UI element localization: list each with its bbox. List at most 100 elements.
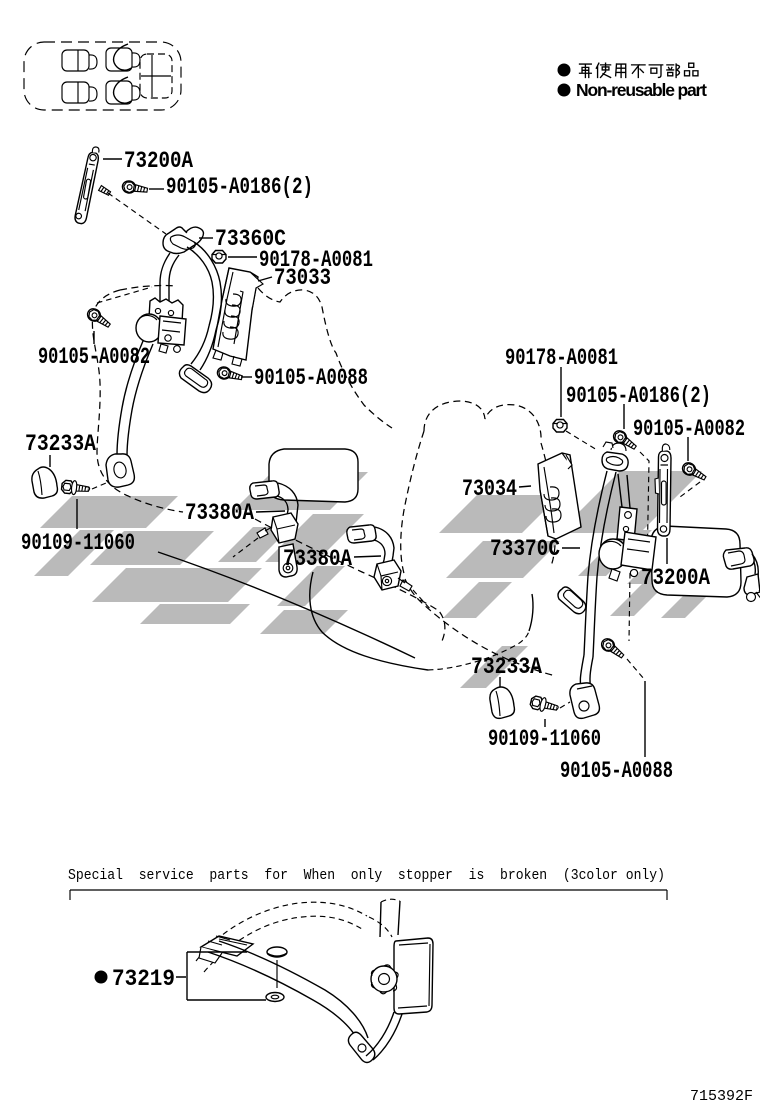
line-art-rect-3	[61, 81, 90, 104]
dashed-connector-9	[628, 572, 631, 642]
line-art-49	[186, 246, 215, 327]
callout-90105-A0082-right[interactable]: 90105-A0082	[633, 416, 745, 442]
screw-a0082-left-drawing	[84, 305, 114, 332]
line-art-117	[397, 942, 431, 1009]
line-art-rect-6	[139, 53, 173, 99]
callout-90178-A0081-left[interactable]: 90178-A0081	[259, 247, 373, 273]
line-art-36	[91, 146, 100, 153]
callout-73233A-left[interactable]: 73233A	[25, 431, 96, 457]
callout-90109-11060-left[interactable]: 90109-11060	[21, 530, 135, 556]
left-belt-assembly-drawing	[31, 146, 273, 529]
special-service-section	[69, 889, 668, 1064]
dashed-connector-5	[232, 537, 259, 558]
nut-a0081-right-drawing	[552, 418, 568, 433]
line-art-115	[379, 900, 401, 938]
callout-73380A-2[interactable]: 73380A	[283, 546, 352, 572]
callout-73200A-right[interactable]: 73200A	[641, 565, 710, 591]
screw-a0088-right-drawing	[598, 635, 627, 662]
callout-90105-A0088-left[interactable]: 90105-A0088	[254, 365, 368, 391]
line-art-40	[183, 229, 188, 234]
line-art-circle-19	[629, 568, 639, 578]
watermark-chevron-1	[40, 496, 178, 528]
callout-90105-A0186-left[interactable]: 90105-A0186(2)	[166, 174, 313, 200]
line-art-42	[217, 267, 234, 348]
line-art-12	[88, 86, 98, 102]
line-art-circle-9	[173, 345, 181, 353]
dashed-connector-12	[559, 701, 571, 709]
line-art-circle-15	[659, 525, 668, 533]
callout-73033[interactable]: 73033	[274, 265, 331, 291]
line-art-19	[578, 63, 592, 79]
special-part-drawing	[195, 898, 434, 1064]
seat-outline-dash-8	[404, 578, 557, 677]
callout-73370C[interactable]: 73370C	[490, 536, 560, 562]
line-art-33	[755, 589, 760, 599]
line-art-54	[161, 320, 182, 333]
watermark-chevron-4	[218, 527, 291, 562]
line-art-circle-4	[89, 153, 97, 162]
legend-bullet-jp	[557, 63, 571, 77]
line-art-52	[139, 314, 158, 321]
line-art-86	[602, 441, 614, 449]
watermark-chevron-12	[446, 541, 560, 578]
line-art-rect-5	[105, 80, 133, 105]
line-art-43	[249, 271, 264, 311]
callout-73360C[interactable]: 73360C	[215, 226, 286, 252]
bolt-11060-left-drawing	[60, 478, 91, 497]
left-seat-outline	[91, 284, 534, 671]
dashed-connector-4	[91, 482, 107, 490]
line-art-95	[576, 685, 593, 690]
special-service-note: Special service parts for When only stop…	[68, 867, 665, 884]
line-art-57	[126, 343, 154, 457]
line-art-48	[168, 254, 180, 302]
nut-a0081-left-drawing	[211, 249, 227, 264]
watermark-chevron-5	[92, 568, 262, 602]
watermark-chevron-10	[260, 610, 348, 634]
dashed-connector-11	[639, 451, 650, 571]
callout-73200A-left[interactable]: 73200A	[124, 148, 193, 174]
right-belt-assembly-drawing	[489, 367, 709, 757]
right-seat-outline	[400, 400, 760, 677]
line-art-119	[365, 1011, 395, 1057]
line-art-ellipse-7	[265, 991, 285, 1003]
line-art-56	[116, 340, 144, 456]
line-art-24	[666, 63, 681, 79]
line-art-59	[178, 364, 213, 394]
legend-en-text: Non-reusable part	[576, 80, 707, 100]
doc-number: 715392F	[690, 1088, 753, 1105]
line-art-38	[162, 226, 205, 255]
line-art-rect-8	[660, 480, 667, 506]
belt-anchor-top-right-drawing	[601, 441, 629, 472]
line-art-55	[158, 343, 169, 354]
line-art-61	[190, 325, 217, 371]
seat-outline-dash-2	[119, 284, 177, 291]
line-art-120	[372, 1013, 403, 1061]
legend: 再使用不可部品 Non-reusable part	[557, 62, 707, 100]
callout-90105-A0088-right[interactable]: 90105-A0088	[560, 758, 673, 784]
line-art-103	[608, 568, 621, 582]
line-art-22	[630, 63, 646, 79]
dashed-connector-1	[427, 630, 530, 671]
line-art-14	[131, 85, 141, 101]
cover-right-drawing	[489, 686, 516, 720]
line-art-23	[648, 64, 664, 79]
line-art-96	[557, 586, 587, 615]
callout-90178-A0081-right[interactable]: 90178-A0081	[505, 345, 618, 371]
callout-73233A-right[interactable]: 73233A	[471, 654, 542, 680]
leader-line-5	[257, 276, 273, 282]
callout-73034[interactable]: 73034	[462, 476, 517, 502]
callout-73380A-1[interactable]: 73380A	[185, 500, 254, 526]
line-art-ellipse-6	[266, 946, 288, 958]
callout-90105-A0082-left[interactable]: 90105-A0082	[38, 344, 150, 370]
line-art-ellipse-8	[270, 994, 280, 1000]
line-art-27	[309, 571, 429, 671]
line-art-39	[169, 234, 196, 250]
callout-90105-A0186-right[interactable]: 90105-A0186(2)	[566, 383, 711, 409]
line-art-rect-4	[105, 47, 133, 72]
part-callouts: 73200A 90105-A0186(2) 73360C 90178-A0081…	[21, 148, 745, 992]
callout-73219[interactable]: 73219	[112, 966, 175, 992]
callout-90109-11060-right[interactable]: 90109-11060	[488, 726, 601, 752]
line-art-106	[69, 889, 668, 900]
seat-outline-dash-5	[423, 400, 542, 442]
